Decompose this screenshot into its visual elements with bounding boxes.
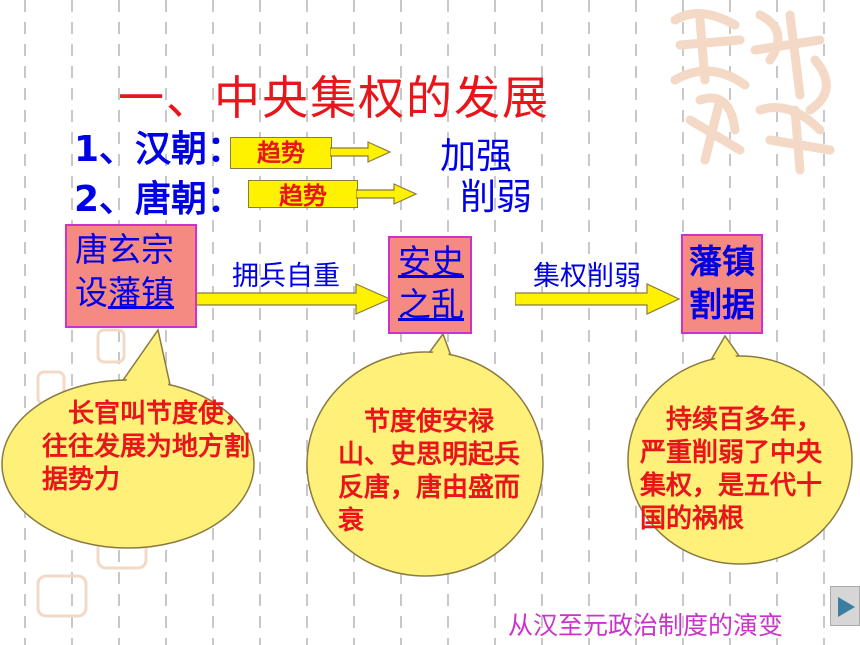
footer-caption: 从汉至元政治制度的演变: [508, 611, 784, 640]
flow-arrow-2-label: 集权削弱: [533, 261, 641, 292]
fanzhen-link[interactable]: 藩镇: [108, 273, 174, 312]
box-anshi-line1: 安史: [398, 242, 464, 281]
box-fanzhen-geju: 藩镇 割据: [681, 234, 763, 334]
result-han: 加强: [440, 136, 513, 177]
result-tang: 削弱: [460, 177, 533, 218]
next-slide-button[interactable]: [830, 586, 860, 626]
flow-arrow-1-label: 拥兵自重: [232, 261, 340, 292]
box-xuanzong-line1: 唐玄宗: [75, 230, 174, 269]
trend-badge-han: 趋势: [230, 137, 332, 169]
arrow-right-icon: [356, 183, 418, 205]
box-xuanzong-prefix: 设: [75, 273, 108, 312]
flow-arrow-1: [196, 283, 392, 315]
arrow-right-icon: [330, 141, 392, 163]
trend-badge-tang: 趋势: [248, 180, 358, 210]
play-triangle-icon: [838, 597, 855, 617]
bubble-1-text: 长官叫节度使，往往发展为地方割据势力: [42, 399, 251, 495]
flow-arrow-2: [515, 283, 681, 315]
box-xuanzong: 唐玄宗 设藩镇: [65, 224, 197, 328]
box-anshi-rebellion[interactable]: 安史 之乱: [388, 236, 472, 334]
bubble-2-text: 节度使安禄山、史思明起兵反唐，唐由盛而衰: [338, 407, 521, 536]
box-anshi-line2: 之乱: [398, 285, 464, 324]
page-title: 一、中央集权的发展: [118, 71, 550, 125]
watermark-seal-icon: [670, 9, 835, 175]
row-tang-label: 2、唐朝：: [74, 179, 244, 220]
speech-bubbles: [1, 328, 853, 577]
row-han-label: 1、汉朝：: [74, 129, 244, 170]
bubble-3-text: 持续百多年，严重削弱了中央集权，是五代十国的祸根: [640, 405, 823, 534]
box-geju-line1: 藩镇: [689, 242, 755, 281]
box-xuanzong-line2: 设藩镇: [75, 271, 195, 314]
box-geju-line2: 割据: [689, 285, 755, 324]
